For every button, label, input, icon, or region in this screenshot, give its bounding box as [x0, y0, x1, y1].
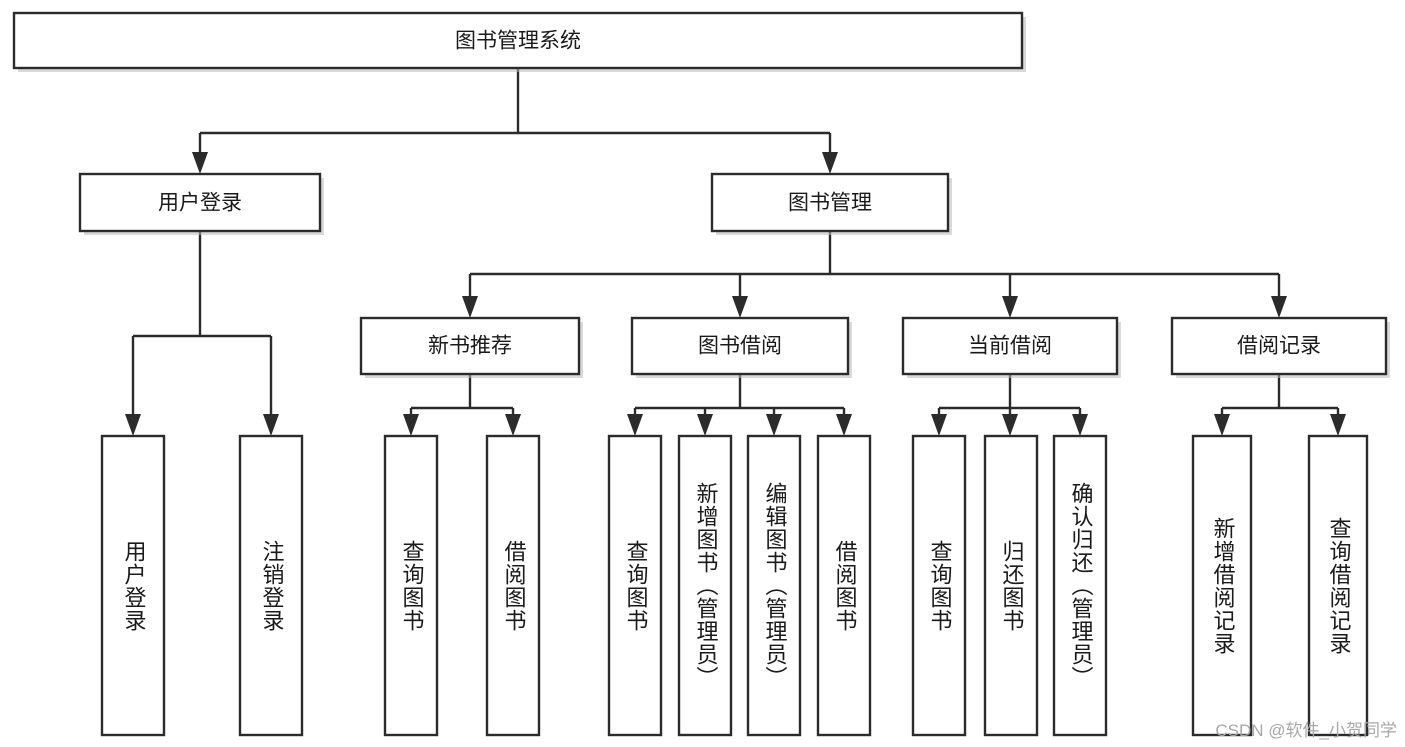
arrowhead-to-book-borrow	[732, 296, 748, 318]
arrowhead-to-borrow-add-book	[697, 414, 713, 436]
leaf-box-user-login[interactable]	[100, 434, 166, 737]
node-current-borrow-box	[901, 316, 1119, 376]
node-borrow-record[interactable]: 借阅记录	[1170, 316, 1390, 378]
node-book-borrow-label: 图书借阅	[698, 335, 782, 358]
node-book-management-label: 图书管理	[788, 192, 872, 215]
leaf-box-current-return-book[interactable]	[983, 434, 1039, 737]
arrowhead-to-leaf-user-login	[125, 414, 141, 436]
arrowhead-to-borrow-borrow-book	[836, 414, 852, 436]
watermark: CSDN @软件_小贺同学	[1215, 721, 1397, 740]
node-new-book-recommend-label: 新书推荐	[428, 335, 512, 358]
arrowhead-to-borrow-query-book	[627, 414, 643, 436]
node-current-borrow-label: 当前借阅	[968, 335, 1052, 358]
leaf-box-borrow-add-book-admin[interactable]	[677, 434, 733, 737]
node-root-box	[12, 11, 1024, 70]
leaf-boxes	[100, 434, 1369, 737]
edge-currentborrow-bus	[937, 374, 1082, 417]
leaf-box-borrow-borrow-book[interactable]	[816, 434, 872, 737]
node-borrow-record-box	[1170, 316, 1388, 376]
leaf-box-recommend-borrow-book[interactable]	[485, 434, 541, 737]
edge-bookborrow-bus	[633, 374, 846, 417]
node-root[interactable]: 图书管理系统	[12, 11, 1026, 72]
edge-userlogin-bus	[131, 231, 273, 417]
edge-recommend-bus	[409, 374, 515, 417]
node-new-book-recommend[interactable]: 新书推荐	[359, 316, 583, 378]
arrowhead-to-new-book-recommend	[462, 296, 478, 318]
arrowhead-to-leaf-logout	[263, 414, 279, 436]
leaf-box-recommend-query-book[interactable]	[383, 434, 439, 737]
arrowhead-to-record-add	[1214, 414, 1230, 436]
arrowhead-to-current-confirm-return	[1072, 414, 1088, 436]
arrowhead-to-current-return-book	[1002, 414, 1018, 436]
node-borrow-record-label: 借阅记录	[1237, 335, 1321, 358]
node-book-management-box	[710, 172, 950, 233]
leaf-box-borrow-query-book[interactable]	[607, 434, 663, 737]
node-user-login-box	[78, 172, 322, 233]
arrowhead-to-book-management	[822, 152, 838, 174]
arrowhead-to-current-query-book	[931, 414, 947, 436]
arrowhead-to-current-borrow	[1002, 296, 1018, 318]
leaf-box-record-query[interactable]	[1307, 434, 1369, 737]
node-user-login-label: 用户登录	[158, 192, 242, 215]
edge-root-bus	[198, 68, 832, 155]
leaf-box-current-confirm-return-admin[interactable]	[1052, 434, 1108, 737]
arrowhead-to-record-query	[1330, 414, 1346, 436]
edge-borrowrecord-bus	[1220, 374, 1340, 417]
leaf-box-record-add[interactable]	[1191, 434, 1253, 737]
node-book-borrow-box	[630, 316, 850, 376]
leaf-box-logout[interactable]	[238, 434, 304, 737]
node-book-borrow[interactable]: 图书借阅	[630, 316, 852, 378]
arrowhead-to-recommend-query-book	[403, 414, 419, 436]
arrowhead-to-borrow-record	[1271, 296, 1287, 318]
node-root-label: 图书管理系统	[455, 30, 581, 53]
node-current-borrow[interactable]: 当前借阅	[901, 316, 1121, 378]
node-user-login[interactable]: 用户登录	[78, 172, 324, 235]
node-book-management[interactable]: 图书管理	[710, 172, 952, 235]
connectors	[125, 68, 1346, 436]
node-new-book-recommend-box	[359, 316, 581, 376]
arrowhead-to-borrow-edit-book	[766, 414, 782, 436]
arrowhead-to-user-login	[192, 152, 208, 174]
edge-bookmgmt-bus	[468, 231, 1281, 299]
leaf-box-current-query-book[interactable]	[911, 434, 967, 737]
leaf-box-borrow-edit-book-admin[interactable]	[746, 434, 802, 737]
arrowhead-to-recommend-borrow-book	[505, 414, 521, 436]
